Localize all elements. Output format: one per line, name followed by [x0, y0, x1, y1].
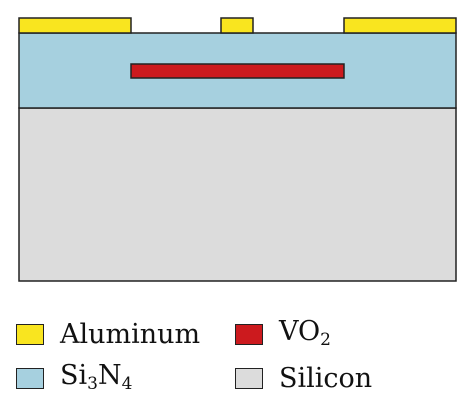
aluminum-contact-left	[18, 17, 132, 34]
silicon-substrate	[18, 107, 457, 282]
aluminum-swatch	[16, 323, 44, 345]
aluminum-contact-right	[343, 17, 457, 34]
vo2-film	[130, 63, 345, 79]
device-cross-section	[18, 17, 457, 282]
legend-item-silicon: Silicon	[235, 358, 372, 398]
legend-item-vo2: VO2	[235, 314, 331, 354]
legend-item-aluminum: Aluminum	[16, 314, 200, 354]
si3n4-swatch	[16, 367, 44, 389]
silicon-label: Silicon	[279, 362, 373, 394]
legend-item-si3n4: Si3N4	[16, 358, 132, 398]
vo2-label: VO2	[279, 316, 331, 351]
aluminum-label: Aluminum	[60, 318, 201, 350]
si3n4-label: Si3N4	[60, 360, 133, 395]
vo2-swatch	[235, 323, 263, 345]
silicon-swatch	[235, 367, 263, 389]
aluminum-contact-center	[220, 17, 254, 34]
